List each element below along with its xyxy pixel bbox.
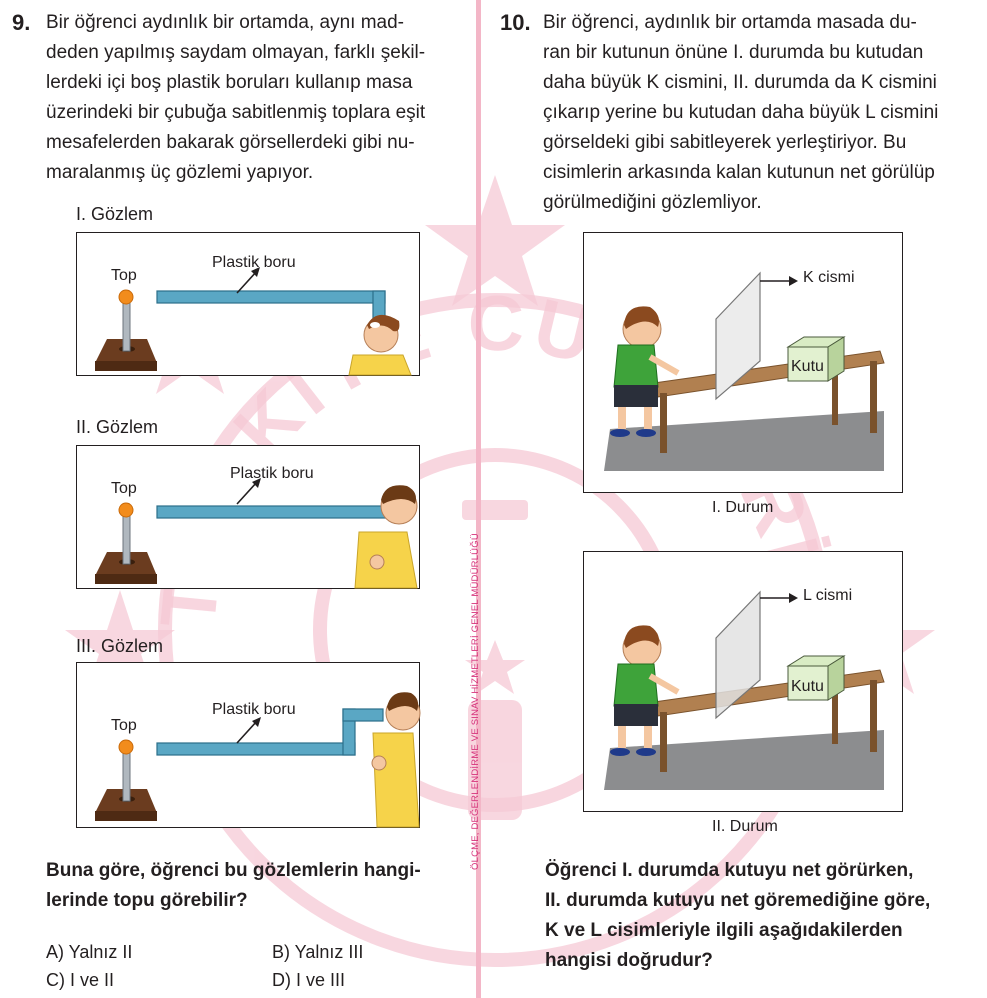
observation-1-title: I. Gözlem — [76, 204, 154, 224]
scene-1-object-label: K cismi — [803, 269, 855, 286]
q10-line: görseldeki gibi sabitleyerek yerleştiriy… — [543, 132, 907, 153]
q10-prompt-line: Öğrenci I. durumda kutuyu net görürken, — [545, 860, 914, 881]
question-10-prompt: Öğrenci I. durumda kutuyu net görürken, … — [545, 856, 981, 976]
q9-line: Bir öğrenci aydınlık bir ortamda, aynı m… — [46, 12, 404, 33]
q9-line: maralanmış üç gözlemi yapıyor. — [46, 162, 314, 183]
q9-line: deden yapılmış saydam olmayan, farklı şe… — [46, 42, 426, 63]
question-9-number: 9. — [12, 10, 31, 35]
question-9-prompt: Buna göre, öğrenci bu gözlemlerin hangi-… — [46, 856, 466, 916]
observation-2-ball-label: Top — [111, 480, 137, 497]
q10-line: daha büyük K cismini, II. durumda da K c… — [543, 72, 937, 93]
q9-line: mesafelerden bakarak görsellerdeki gibi … — [46, 132, 415, 153]
scene-1-figure — [583, 232, 903, 493]
q9-line: lerdeki içi boş plastik boruları kullanı… — [46, 72, 413, 93]
q10-prompt-line: II. durumda kutuyu net göremediğine göre… — [545, 890, 931, 911]
divider-publisher-text: ÖLÇME, DEĞERLENDİRME VE SINAV HİZMETLERİ… — [470, 533, 481, 870]
observation-3-illustration — [95, 692, 421, 828]
option-c[interactable]: C) I ve II — [46, 970, 115, 990]
observation-3-figure — [76, 662, 421, 828]
scene-2-figure — [583, 551, 903, 812]
observation-2-figure — [76, 445, 420, 589]
observation-1-figure — [76, 232, 420, 376]
observation-3-pipe-label: Plastik boru — [212, 701, 296, 718]
question-10-stem: Bir öğrenci, aydınlık bir ortamda masada… — [543, 8, 979, 218]
observation-2-pipe-label: Plastik boru — [230, 465, 314, 482]
observation-3-title: III. Gözlem — [76, 636, 164, 656]
q10-line: Bir öğrenci, aydınlık bir ortamda masada… — [543, 12, 917, 33]
observation-3-ball-label: Top — [111, 717, 137, 734]
observation-2-title: II. Gözlem — [76, 417, 159, 437]
q10-line: ran bir kutunun önüne I. durumda bu kutu… — [543, 42, 924, 63]
observation-2-illustration — [95, 478, 418, 589]
scene-1-box-label: Kutu — [791, 358, 824, 375]
observation-1-ball-label: Top — [111, 267, 137, 284]
option-b[interactable]: B) Yalnız III — [272, 942, 364, 962]
option-a[interactable]: A) Yalnız II — [46, 942, 133, 962]
scene-2-box-label: Kutu — [791, 678, 824, 695]
q10-prompt-line: hangisi doğrudur? — [545, 950, 713, 971]
question-10-number: 10. — [500, 10, 531, 35]
option-d[interactable]: D) I ve III — [272, 970, 346, 990]
observation-1-pipe-label: Plastik boru — [212, 254, 296, 271]
q9-prompt-line: lerinde topu görebilir? — [46, 890, 248, 911]
scene-1-caption: I. Durum — [712, 499, 774, 516]
q10-line: çıkarıp yerine bu kutudan daha büyük L c… — [543, 102, 939, 123]
observation-1-illustration — [95, 267, 412, 376]
q10-line: cisimlerin arkasında kalan kutunun net g… — [543, 162, 935, 183]
question-9-stem: Bir öğrenci aydınlık bir ortamda, aynı m… — [46, 8, 466, 188]
q10-prompt-line: K ve L cisimleriyle ilgili aşağıdakilerd… — [545, 920, 903, 941]
q9-line: üzerindeki bir çubuğa sabitlenmiş toplar… — [46, 102, 426, 123]
scene-2-object-label: L cismi — [803, 587, 853, 604]
scene-1-illustration — [604, 271, 885, 471]
scene-2-illustration — [604, 590, 885, 790]
q9-prompt-line: Buna göre, öğrenci bu gözlemlerin hangi- — [46, 860, 421, 881]
q10-line: görülmediğini gözlemliyor. — [543, 192, 762, 213]
scene-2-caption: II. Durum — [712, 818, 778, 835]
column-divider — [476, 0, 481, 998]
